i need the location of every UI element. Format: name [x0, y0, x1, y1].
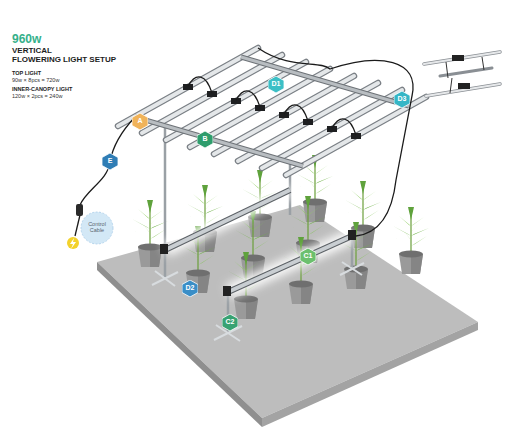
callout-marker: D3 [394, 91, 410, 108]
subtitle: FLOWERING LIGHT SETUP [12, 56, 116, 65]
node-text-box: D3 [394, 91, 410, 108]
callout-number: C2 [226, 318, 235, 325]
spec-text: TOP LIGHT [12, 70, 41, 76]
node-text-box: B [197, 131, 213, 148]
callout-number: A [137, 117, 142, 124]
callout-marker: C1 [300, 248, 316, 265]
callout-marker: D1 [268, 76, 284, 93]
node-text-box: D1 [268, 76, 284, 93]
plant-pots [132, 155, 429, 319]
cable-callout: Control Cable [80, 211, 114, 245]
shape [268, 76, 284, 93]
callout-number: D2 [186, 284, 195, 291]
node-text-box: A [132, 113, 148, 130]
top-light [118, 48, 426, 175]
callout-marker: C2 [222, 314, 238, 331]
node-text-box: C1 [300, 248, 316, 265]
shape [132, 113, 148, 130]
lightning-bolt [70, 238, 76, 249]
shape [300, 248, 316, 265]
callout-marker: D2 [182, 280, 198, 297]
product-thumbnail [424, 52, 500, 96]
callout-number: D1 [272, 80, 281, 87]
cable-label: Control Cable [83, 222, 111, 234]
shape [182, 280, 198, 297]
callout-number: B [202, 135, 207, 142]
title: 960w [12, 33, 41, 46]
spec-text: 90w × 8pcs = 720w [12, 77, 59, 83]
node-text-box: D2 [182, 280, 198, 297]
node-text-box: C2 [222, 314, 238, 331]
spec-text: 120w × 2pcs = 240w [12, 93, 62, 99]
wires [75, 48, 413, 236]
power-symbol [67, 237, 79, 249]
shape [394, 91, 410, 108]
callout-marker: E [102, 153, 118, 170]
shape [222, 314, 238, 331]
node-text-box: Control Cable [80, 211, 114, 245]
callout-marker: B [197, 131, 213, 148]
light-glow [165, 190, 352, 292]
node-text-box: E [102, 153, 118, 170]
callout-number: C1 [304, 252, 313, 259]
plug [76, 204, 83, 216]
subtitle: VERTICAL [12, 47, 52, 56]
spec-text: INNER-CANOPY LIGHT [12, 86, 72, 92]
shape [81, 212, 113, 244]
floor-edge [262, 322, 478, 427]
inner-canopy-light [160, 190, 356, 296]
callout-marker: A [132, 113, 148, 130]
shape [102, 153, 118, 170]
callout-number: E [108, 157, 113, 164]
shape [197, 131, 213, 148]
floor [97, 205, 478, 418]
callout-number: D3 [398, 95, 407, 102]
